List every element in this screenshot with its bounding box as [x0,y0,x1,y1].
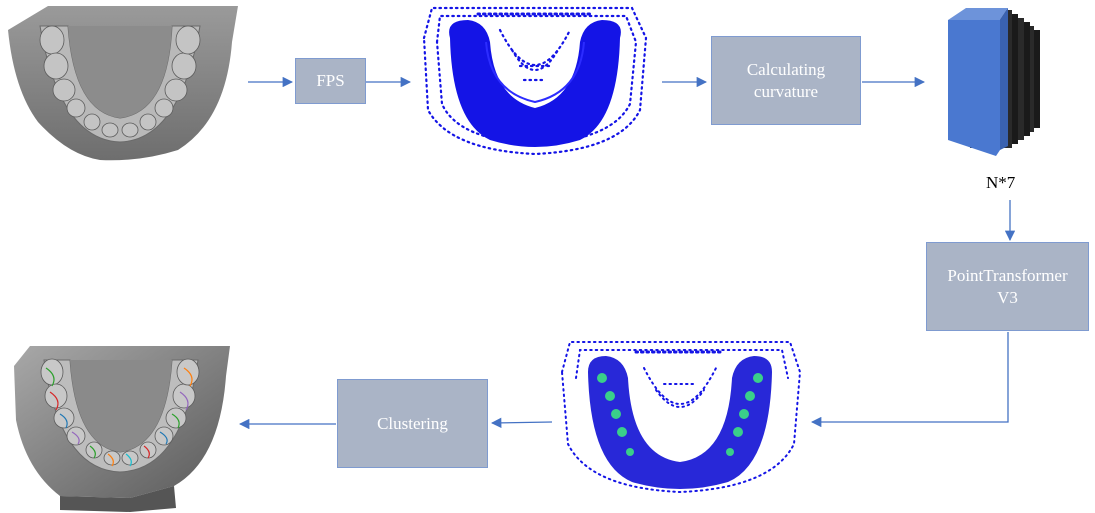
curvature-label-line2: curvature [753,81,819,101]
clustering-step-box: Clustering [337,379,488,468]
arrow-segmentation-to-clustering [490,417,553,429]
input-dental-mesh [8,6,238,161]
feature-tensor-stack [948,8,1040,156]
curvature-step-box: Calculating curvature [711,36,861,125]
curvature-label-line1: Calculating [746,59,826,79]
segmented-point-cloud [560,341,802,494]
feature-shape-label: N*7 [986,173,1016,192]
fps-step-box: FPS [295,58,366,104]
transformer-label-line2: V3 [997,287,1018,307]
clustering-label: Clustering [377,413,448,433]
pointtransformer-step-box: PointTransformer V3 [926,242,1089,331]
sampled-point-cloud [422,6,648,156]
fps-label: FPS [316,71,345,90]
output-dental-mesh [14,346,230,512]
transformer-label-line1: PointTransformer [947,265,1068,285]
arrow-transformer-to-segmentation [810,332,1009,428]
